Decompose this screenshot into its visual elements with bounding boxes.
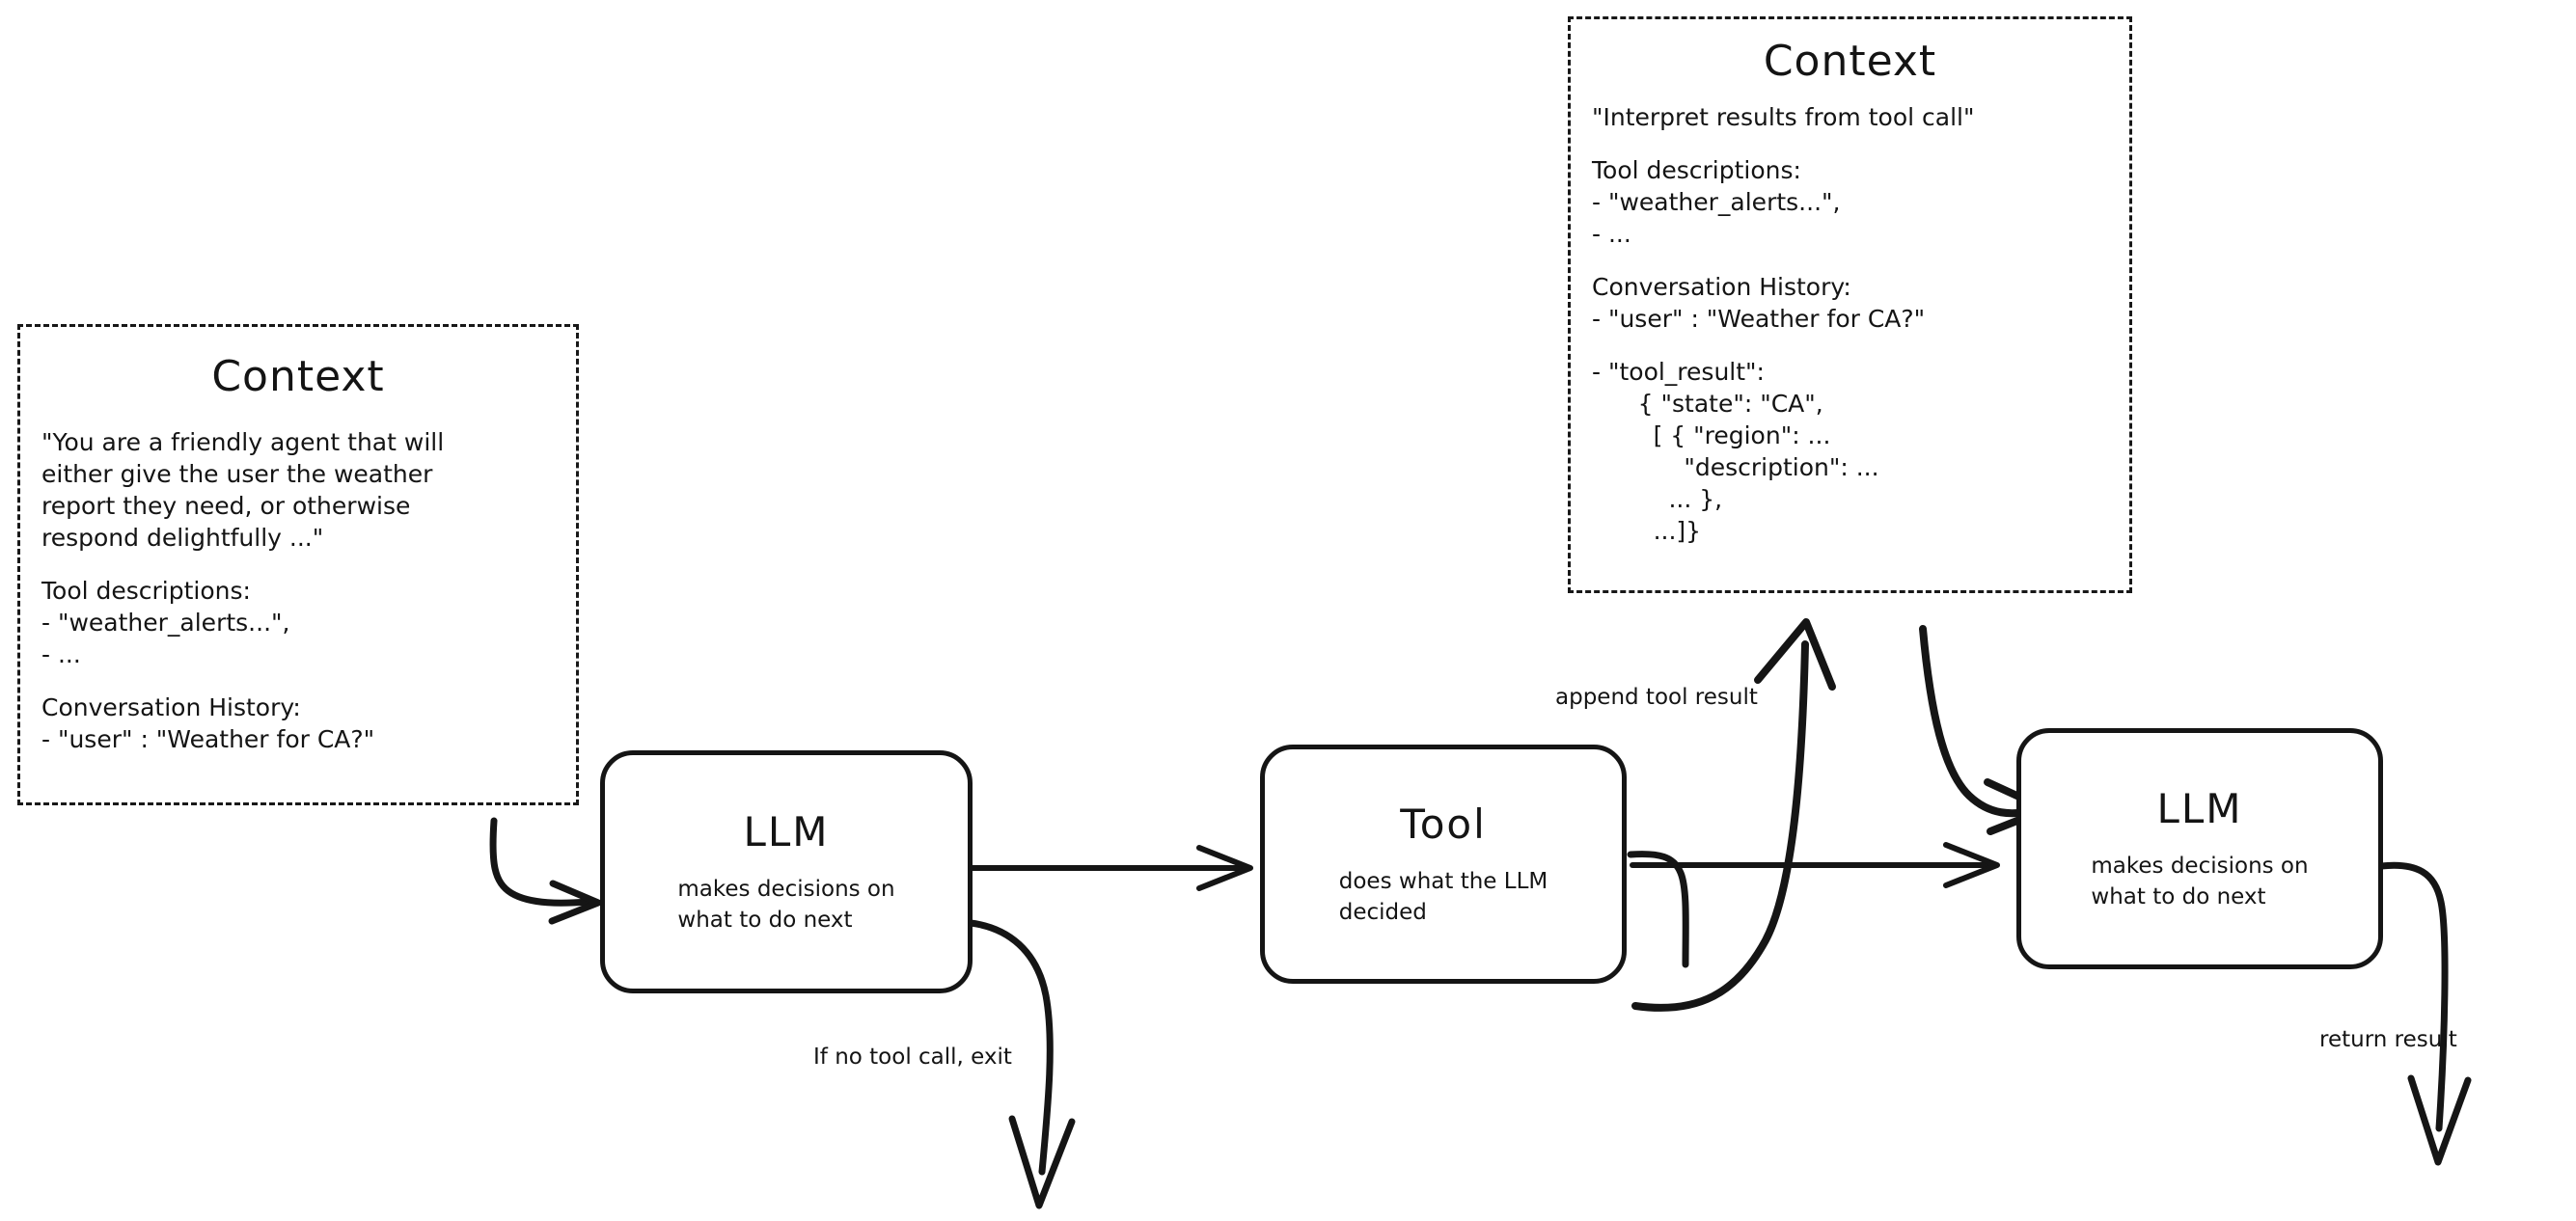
node-llm-1[interactable]: LLM makes decisions on what to do next bbox=[600, 750, 973, 993]
edge-llm1-exit bbox=[967, 919, 1076, 1209]
node-llm-2-title: LLM bbox=[2156, 785, 2243, 833]
edge-label-append-tool-result: append tool result bbox=[1555, 685, 1758, 710]
context-left-paragraph-1: Tool descriptions: - "weather_alerts..."… bbox=[41, 577, 290, 668]
context-left-paragraph-2: Conversation History: - "user" : "Weathe… bbox=[41, 693, 375, 753]
context-box-right: Context "Interpret results from tool cal… bbox=[1568, 16, 2132, 593]
context-left-title: Context bbox=[211, 352, 385, 401]
edge-tool-to-llm2 bbox=[1630, 842, 2000, 888]
node-tool[interactable]: Tool does what the LLM decided bbox=[1260, 745, 1627, 984]
edge-tool-to-context bbox=[1627, 618, 1836, 1012]
node-llm-1-subtitle: makes decisions on what to do next bbox=[677, 877, 895, 933]
context-right-paragraph-1: Tool descriptions: - "weather_alerts..."… bbox=[1592, 156, 1841, 248]
node-llm-2[interactable]: LLM makes decisions on what to do next bbox=[2016, 728, 2383, 969]
node-tool-title: Tool bbox=[1400, 800, 1487, 849]
edge-context-to-llm1 bbox=[489, 817, 602, 925]
edge-llm1-to-tool bbox=[970, 845, 1253, 891]
context-right-title: Context bbox=[1763, 37, 1937, 86]
context-box-left: Context "You are a friendly agent that w… bbox=[17, 324, 579, 805]
context-right-paragraph-0: "Interpret results from tool call" bbox=[1592, 103, 1975, 131]
node-tool-subtitle: does what the LLM decided bbox=[1338, 869, 1548, 925]
edge-label-return-result: return result bbox=[2319, 1027, 2457, 1052]
edge-llm2-return bbox=[2377, 861, 2472, 1166]
context-right-paragraph-2: Conversation History: - "user" : "Weathe… bbox=[1592, 273, 1926, 333]
node-llm-2-subtitle: makes decisions on what to do next bbox=[2091, 854, 2309, 909]
context-right-paragraph-3: - "tool_result": { "state": "CA", [ { "r… bbox=[1592, 358, 1879, 545]
context-left-paragraph-0: "You are a friendly agent that will eith… bbox=[41, 428, 445, 552]
edge-label-if-no-tool-call-exit: If no tool call, exit bbox=[813, 1045, 1012, 1070]
node-llm-1-title: LLM bbox=[743, 808, 830, 856]
